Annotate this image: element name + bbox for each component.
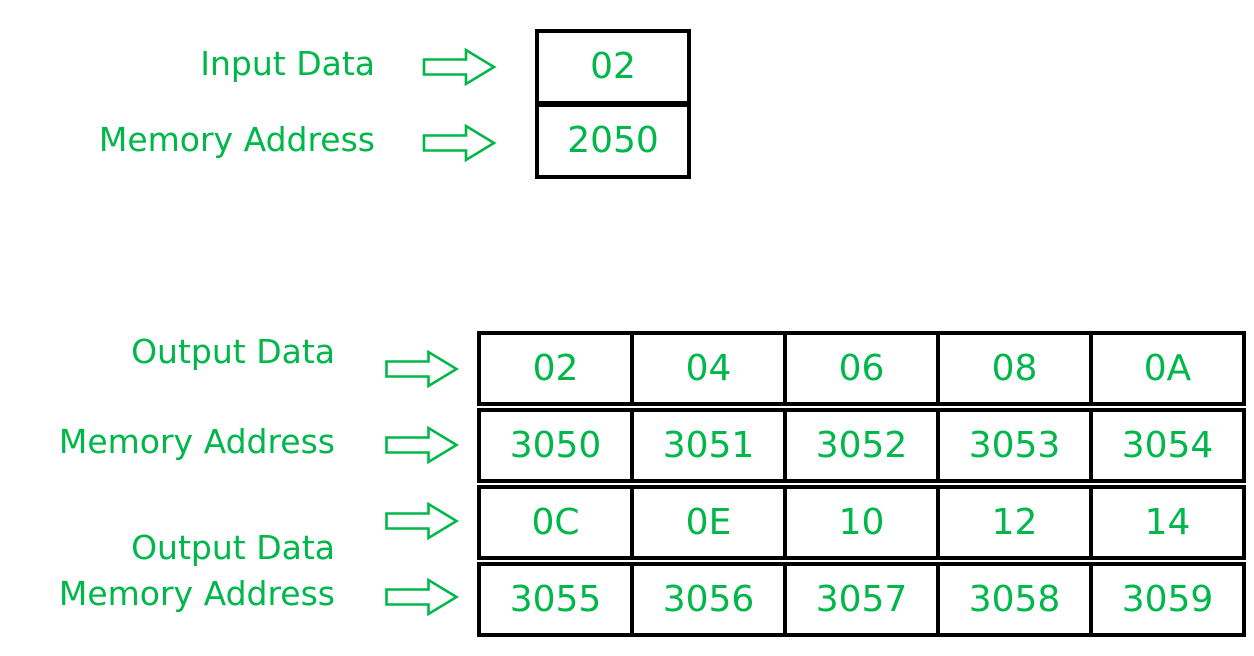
table-cell: 06 bbox=[783, 331, 940, 406]
table-row: 3055 3056 3057 3058 3059 bbox=[477, 562, 1246, 637]
input-data-cell: 02 bbox=[535, 29, 691, 105]
input-address-row: Memory Address bbox=[0, 105, 497, 181]
right-arrow-icon bbox=[383, 577, 460, 617]
table-cell: 3052 bbox=[783, 408, 940, 483]
output-data-row-1: Output Data bbox=[0, 331, 460, 407]
memory-address-label: Memory Address bbox=[98, 119, 375, 159]
table-cell: 3051 bbox=[630, 408, 787, 483]
table-cell: 0E bbox=[630, 485, 787, 560]
input-data-label: Input Data bbox=[200, 43, 375, 83]
memory-address-row-1: Memory Address bbox=[0, 407, 460, 483]
table-row: 02 04 06 08 0A bbox=[477, 331, 1246, 406]
table-row: 3050 3051 3052 3053 3054 bbox=[477, 408, 1246, 483]
output-data-row-2: Output Data bbox=[0, 483, 460, 564]
right-arrow-icon bbox=[383, 501, 460, 541]
input-address-cell: 2050 bbox=[535, 103, 691, 179]
right-arrow-icon bbox=[421, 47, 497, 87]
table-cell: 3050 bbox=[477, 408, 634, 483]
input-section: Input Data Memory Address bbox=[0, 29, 497, 181]
table-cell: 0A bbox=[1089, 331, 1246, 406]
input-data-row: Input Data bbox=[0, 29, 497, 105]
table-cell: 10 bbox=[783, 485, 940, 560]
table-cell: 14 bbox=[1089, 485, 1246, 560]
memory-address-label: Memory Address bbox=[58, 573, 335, 613]
table-cell: 04 bbox=[630, 331, 787, 406]
table-cell: 02 bbox=[477, 331, 634, 406]
table-cell: 3059 bbox=[1089, 562, 1246, 637]
table-cell: 3054 bbox=[1089, 408, 1246, 483]
right-arrow-icon bbox=[421, 123, 497, 163]
output-data-label: Output Data bbox=[131, 331, 335, 371]
input-register-box: 02 2050 bbox=[535, 29, 691, 179]
right-arrow-icon bbox=[383, 425, 460, 465]
table-cell: 08 bbox=[936, 331, 1093, 406]
table-cell: 3053 bbox=[936, 408, 1093, 483]
table-cell: 3056 bbox=[630, 562, 787, 637]
memory-address-row-2: Memory Address bbox=[0, 559, 460, 635]
table-cell: 3057 bbox=[783, 562, 940, 637]
output-data-label: Output Data bbox=[131, 527, 335, 567]
output-memory-table: 02 04 06 08 0A 3050 3051 3052 3053 3054 … bbox=[477, 331, 1246, 637]
table-cell: 3058 bbox=[936, 562, 1093, 637]
table-cell: 12 bbox=[936, 485, 1093, 560]
table-cell: 3055 bbox=[477, 562, 634, 637]
right-arrow-icon bbox=[383, 349, 460, 389]
memory-address-label: Memory Address bbox=[58, 421, 335, 461]
table-row: 0C 0E 10 12 14 bbox=[477, 485, 1246, 560]
table-cell: 0C bbox=[477, 485, 634, 560]
